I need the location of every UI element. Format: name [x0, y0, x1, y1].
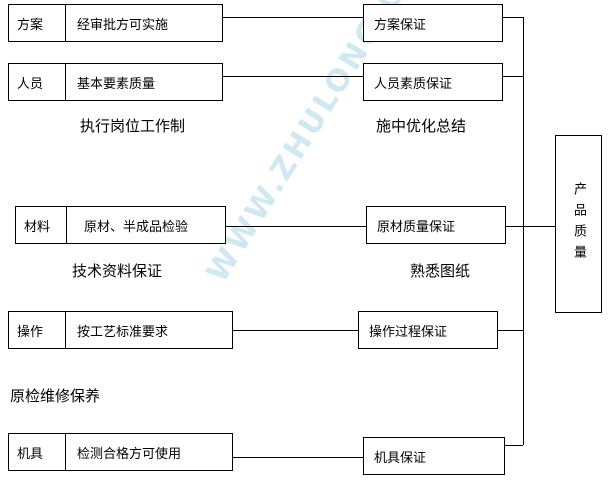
- left-label-material: 材料: [24, 219, 51, 235]
- connector-product: [523, 226, 555, 227]
- connector-operation: [233, 330, 358, 331]
- note-tech: 技术资料保证: [72, 262, 163, 280]
- left-box-plan: 方案 经审批方可实施: [8, 4, 223, 42]
- left-desc-material: 原材、半成品检验: [84, 219, 189, 235]
- left-box-personnel: 人员 基本要素质量: [8, 63, 223, 101]
- connector-personnel: [223, 76, 363, 77]
- left-label-operation: 操作: [17, 324, 44, 340]
- product-quality-box: 产品质量: [555, 135, 602, 313]
- left-label-plan: 方案: [17, 17, 44, 33]
- left-label-tools: 机具: [17, 446, 44, 462]
- divider: [66, 207, 67, 243]
- left-desc-operation: 按工艺标准要求: [77, 324, 169, 340]
- divider: [65, 434, 66, 470]
- left-desc-personnel: 基本要素质量: [77, 76, 156, 92]
- note-maint: 原检维修保养: [10, 387, 101, 405]
- right-box-personnel: 人员素质保证: [363, 63, 503, 101]
- bracket-tick-operation: [498, 330, 523, 331]
- bracket-tick-plan: [503, 17, 523, 18]
- divider: [65, 312, 66, 348]
- bracket-vertical: [523, 17, 524, 445]
- connector-material: [226, 226, 366, 227]
- right-box-material: 原材质量保证: [366, 206, 506, 244]
- note-drawing: 熟悉图纸: [410, 262, 471, 280]
- left-desc-tools: 检测合格方可使用: [77, 446, 182, 462]
- bracket-tick-tools: [505, 445, 523, 446]
- connector-tools: [233, 457, 363, 458]
- right-box-operation: 操作过程保证: [358, 311, 498, 349]
- bracket-tick-material: [506, 226, 523, 227]
- right-box-tools: 机具保证: [363, 437, 505, 475]
- left-desc-plan: 经审批方可实施: [77, 17, 169, 33]
- connector-plan: [223, 17, 363, 18]
- note-optimize: 施中优化总结: [376, 117, 467, 135]
- left-box-material: 材料 原材、半成品检验: [15, 206, 226, 244]
- bracket-tick-personnel: [503, 76, 523, 77]
- note-exec: 执行岗位工作制: [80, 117, 186, 135]
- divider: [65, 5, 66, 41]
- right-box-plan: 方案保证: [363, 4, 503, 42]
- product-quality-label: 产品质量: [571, 182, 586, 266]
- divider: [65, 64, 66, 100]
- watermark: WWW.ZHULONG.COM: [200, 0, 446, 289]
- left-box-operation: 操作 按工艺标准要求: [8, 311, 233, 349]
- left-label-personnel: 人员: [17, 76, 44, 92]
- left-box-tools: 机具 检测合格方可使用: [8, 433, 233, 471]
